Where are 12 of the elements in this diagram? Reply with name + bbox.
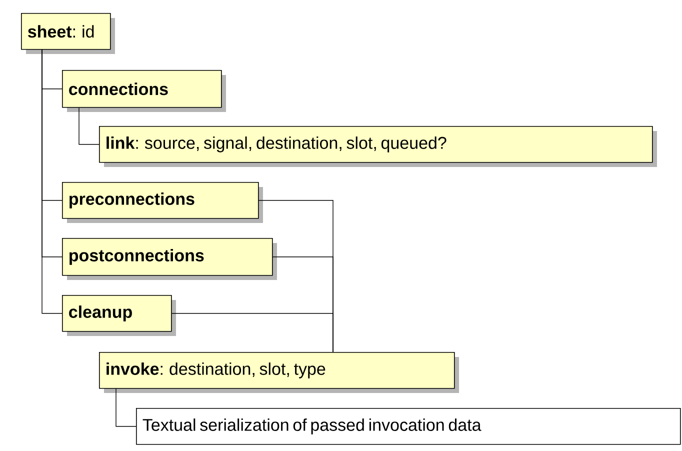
- label-box: connections: [62, 70, 226, 112]
- label-box: preconnections: [62, 182, 263, 223]
- label-box: postconnections: [62, 238, 277, 280]
- connector-line: [116, 388, 136, 427]
- label-box: cleanup: [62, 295, 176, 336]
- label-box: Textual serialization of passed invocation data: [136, 408, 681, 445]
- label-box: sheet: id: [21, 13, 115, 54]
- label-box: invoke: destination, slot, type: [99, 352, 459, 393]
- connector-line: [78, 107, 100, 145]
- connector-line: [171, 313, 334, 352]
- label-box: link: source, signal, destination, slot, queued?: [99, 126, 657, 167]
- connector-line: [42, 49, 62, 314]
